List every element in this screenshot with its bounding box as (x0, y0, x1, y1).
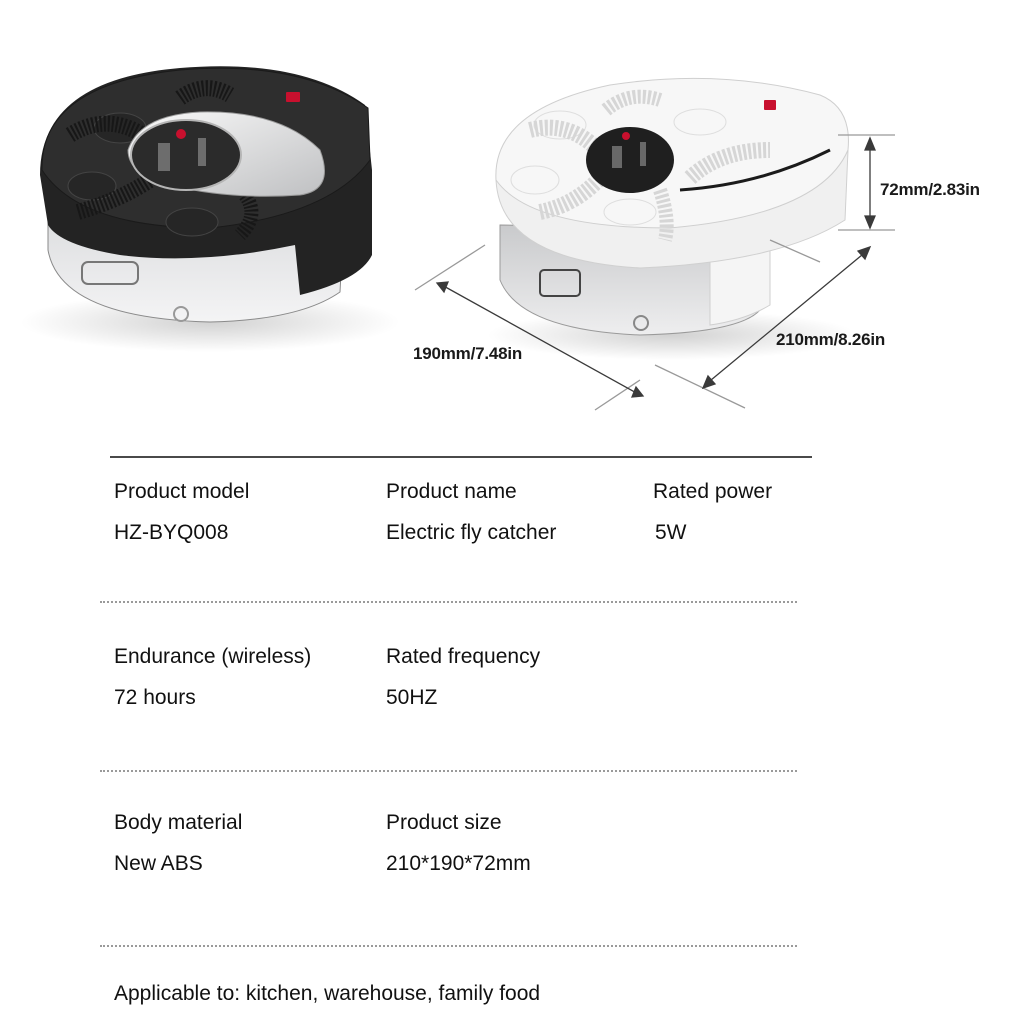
spec-value: New ABS (114, 852, 203, 875)
spec-rated-frequency: Rated frequency 50HZ (386, 645, 540, 710)
spec-label: Product size (386, 811, 502, 834)
row-divider (100, 601, 797, 603)
power-switch-icon (764, 100, 776, 110)
spec-product-model: Product model HZ-BYQ008 (114, 480, 249, 545)
spec-label: Product model (114, 480, 250, 503)
row-divider (100, 770, 797, 772)
spec-product-size: Product size 210*190*72mm (386, 811, 531, 876)
spec-body-material: Body material New ABS (114, 811, 242, 876)
spec-value: 5W (655, 521, 687, 544)
applicable-to-text: Applicable to: kitchen, warehouse, famil… (114, 982, 541, 1005)
spec-label: Rated power (653, 480, 773, 503)
depth-dimension-label: 210mm/8.26in (776, 330, 886, 349)
spec-label: Rated frequency (386, 645, 541, 668)
dimension-lines (414, 134, 895, 411)
spec-endurance: Endurance (wireless) 72 hours (114, 645, 311, 710)
spec-value: HZ-BYQ008 (114, 521, 229, 544)
white-fly-catcher-image (487, 77, 857, 360)
height-dimension-label: 72mm/2.83in (880, 180, 980, 199)
spec-label: Product name (386, 480, 517, 503)
spec-value: 210*190*72mm (386, 852, 531, 875)
spec-product-name: Product name Electric fly catcher (386, 480, 556, 545)
spec-label: Endurance (wireless) (114, 645, 312, 668)
spec-value: Electric fly catcher (386, 521, 557, 544)
spec-table-top-rule (110, 456, 812, 458)
black-fly-catcher-image (20, 66, 400, 352)
power-switch-icon (286, 92, 300, 102)
spec-rated-power: Rated power 5W (653, 480, 772, 545)
spec-value: 72 hours (114, 686, 196, 709)
row-divider (100, 945, 797, 947)
spec-value: 50HZ (386, 686, 438, 709)
spec-label: Body material (114, 811, 243, 834)
width-dimension-label: 190mm/7.48in (413, 344, 523, 363)
product-hero: 72mm/2.83in 190mm/7.48in 210mm/8.26in (0, 0, 1024, 420)
